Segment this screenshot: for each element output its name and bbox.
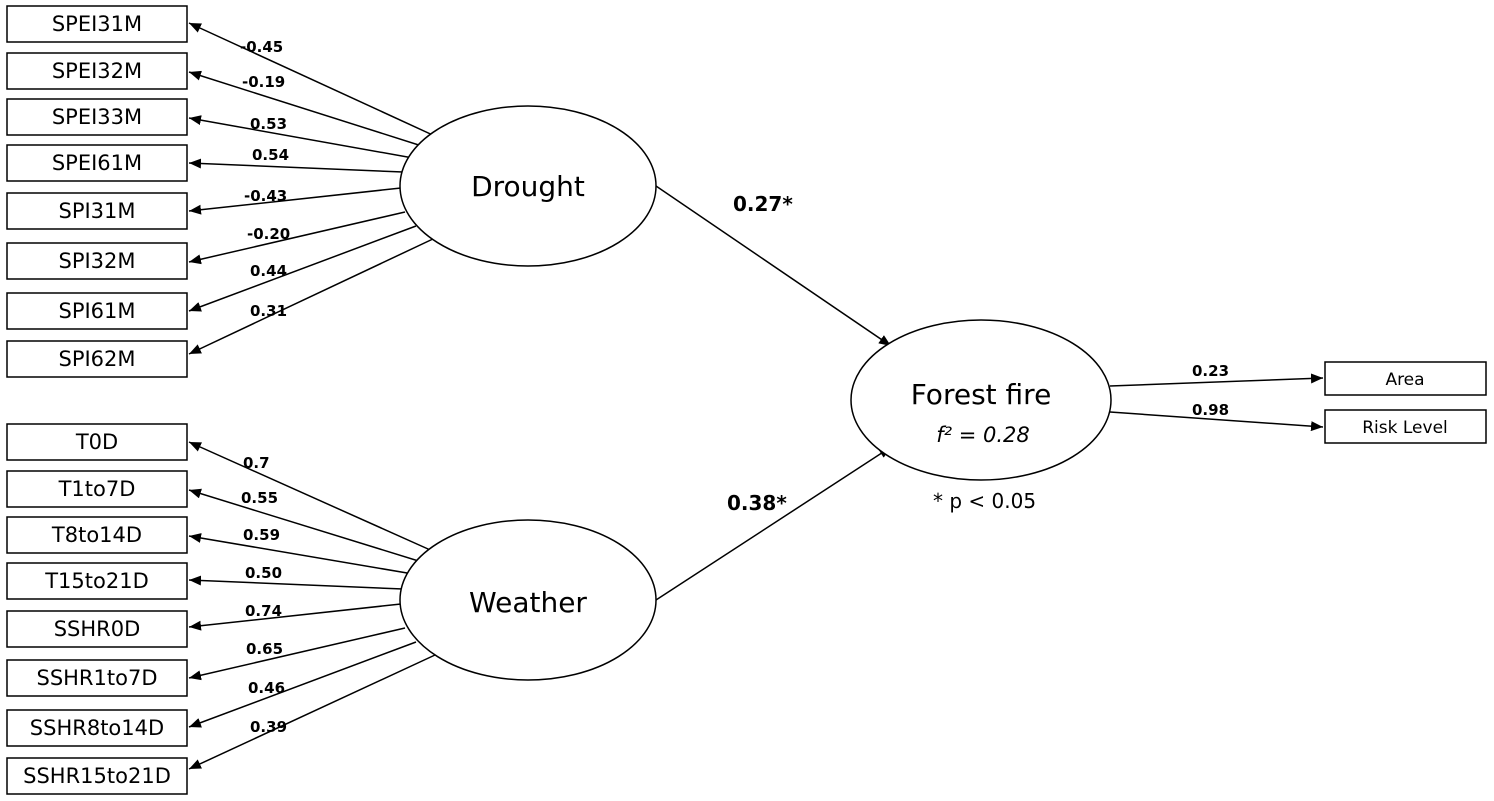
indicator-sshr8to14d: SSHR8to14D [6,709,188,747]
indicator-t15to21d: T15to21D [6,562,188,600]
indicator-spi61m: SPI61M [6,292,188,330]
edge-weather-sshr8to14d [188,641,417,728]
edge-drought-spei33m [188,115,414,159]
edge-drought-spi61m [188,225,417,312]
weather-indicator-boxes: T0D T1to7D T8to14D T15to21D SSHR0D SSHR1… [6,423,188,795]
indicator-t8to14d: T8to14D [6,516,188,554]
outcome-label: Area [1385,370,1424,390]
indicator-label: T0D [75,430,118,454]
edge-drought-to-fire [655,185,892,347]
indicator-label: SPI62M [58,347,135,371]
edge-drought-spi32m [188,211,406,265]
edge-drought-spi31m [188,187,402,215]
edge-fire-to-risk-level [1109,411,1324,432]
path-coef-drought-fire: 0.27* [733,192,793,216]
edge-drought-spei61m [188,158,404,173]
outcome-risk-level: Risk Level [1324,409,1487,444]
edge-weather-to-fire [655,446,892,601]
loading-value: 0.44 [250,262,287,280]
loading-value: 0.59 [243,526,280,544]
indicator-t1to7d: T1to7D [6,470,188,508]
significance-note: * p < 0.05 [933,489,1036,513]
loading-value: -0.20 [247,225,290,243]
indicator-label: T8to14D [51,523,142,547]
indicator-label: SSHR15to21D [23,764,171,788]
loading-value: -0.19 [242,73,285,91]
indicator-label: SSHR8to14D [30,716,164,740]
weather-loadings: 0.7 0.55 0.59 0.50 0.74 0.65 0.46 0.39 [241,454,287,736]
loading-value: 0.31 [250,302,287,320]
loading-value: -0.43 [244,187,287,205]
latent-label: Forest fire [911,378,1052,411]
indicator-sshr15to21d: SSHR15to21D [6,757,188,795]
indicator-spi62m: SPI62M [6,340,188,378]
indicator-label: SPEI33M [52,105,142,129]
outcome-label: Risk Level [1362,418,1448,438]
loading-value: 0.46 [248,679,285,697]
loading-value: 0.7 [243,454,270,472]
edge-drought-spei31m [188,22,438,138]
indicator-label: T15to21D [44,569,149,593]
edge-drought-spi62m [188,237,436,355]
edge-weather-t0d [188,441,438,554]
indicator-label: SPI32M [58,249,135,273]
indicator-spei61m: SPEI61M [6,144,188,182]
weather-loading-edges [188,441,438,770]
path-coef-weather-fire: 0.38* [727,491,787,515]
indicator-label: SSHR1to7D [36,666,157,690]
edge-weather-t15to21d [188,575,404,590]
edge-weather-sshr15to21d [188,654,436,770]
indicator-label: SPI61M [58,299,135,323]
latent-weather: Weather [399,519,657,681]
edge-weather-sshr0d [188,603,402,631]
latent-forest-fire: Forest fire f² = 0.28 [850,319,1112,481]
indicator-label: SPEI61M [52,151,142,175]
edge-weather-t1to7d [188,488,426,564]
latent-label: Drought [471,170,585,203]
indicator-t0d: T0D [6,423,188,461]
drought-loading-edges [188,22,438,355]
indicator-label: SPEI32M [52,59,142,83]
loading-value: 0.53 [250,115,287,133]
latent-label: Weather [469,586,587,619]
loading-value-risk-level: 0.98 [1192,401,1229,419]
indicator-spi31m: SPI31M [6,192,188,230]
edge-drought-spei32m [188,70,426,148]
drought-loadings: -0.45 -0.19 0.53 0.54 -0.43 -0.20 0.44 0… [240,38,290,320]
edge-weather-t8to14d [188,533,414,575]
indicator-spei33m: SPEI33M [6,98,188,136]
indicator-spei32m: SPEI32M [6,52,188,90]
indicator-spi32m: SPI32M [6,242,188,280]
loading-value: -0.45 [240,38,283,56]
indicator-label: SSHR0D [54,617,141,641]
drought-indicator-boxes: SPEI31M SPEI32M SPEI33M SPEI61M SPI31M S… [6,5,188,378]
loading-value: 0.65 [246,640,283,658]
loading-value: 0.50 [245,564,282,582]
edge-fire-to-area [1109,373,1324,387]
effect-size-f2: f² = 0.28 [936,423,1030,447]
indicator-label: SPI31M [58,199,135,223]
loading-value: 0.54 [252,146,289,164]
loading-value: 0.55 [241,489,278,507]
latent-drought: Drought [399,105,657,267]
loading-value: 0.39 [250,718,287,736]
loading-value: 0.74 [245,602,282,620]
indicator-sshr1to7d: SSHR1to7D [6,659,188,697]
indicator-spei31m: SPEI31M [6,5,188,43]
loading-value-area: 0.23 [1192,362,1229,380]
outcome-area: Area [1324,361,1487,396]
indicator-label: T1to7D [58,477,136,501]
indicator-label: SPEI31M [52,12,142,36]
edge-weather-sshr1to7d [188,627,406,681]
indicator-sshr0d: SSHR0D [6,610,188,648]
